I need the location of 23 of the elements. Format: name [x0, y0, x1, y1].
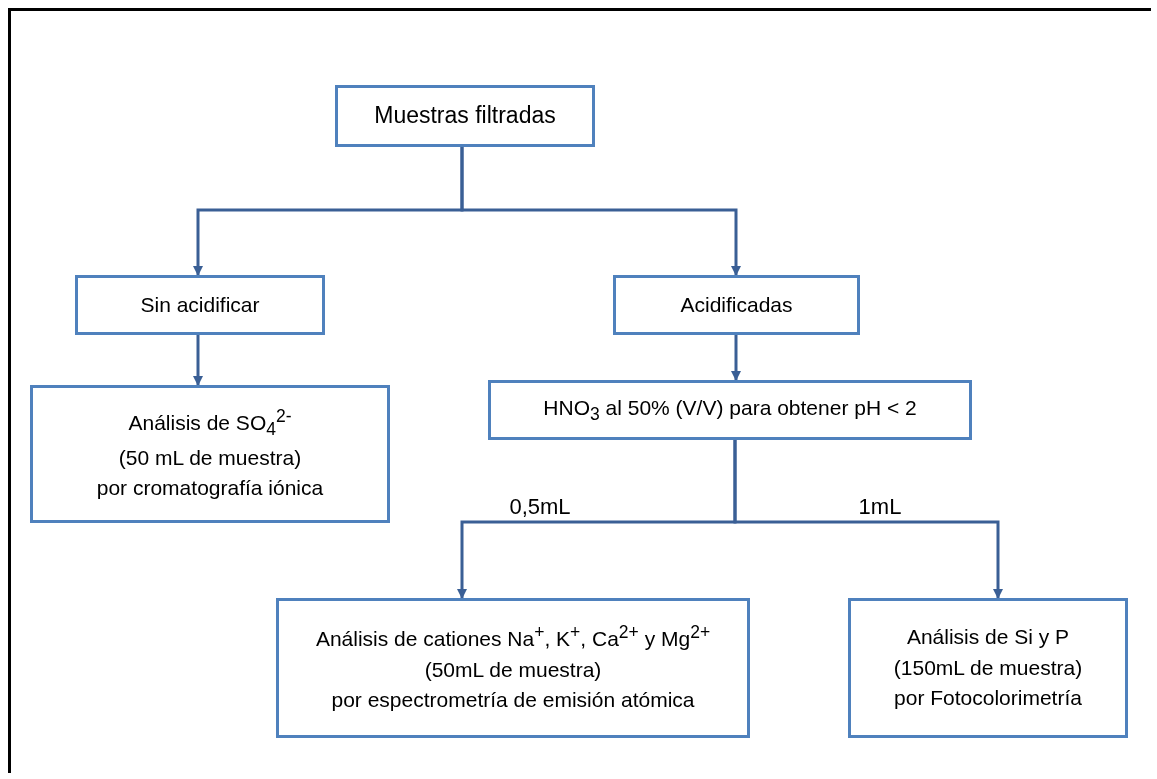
process-box — [488, 380, 972, 440]
process-box — [613, 275, 860, 335]
box-text: HNO$_{3}$ al 50% (V/V) para obtener pH < 2 — [543, 394, 917, 426]
box-text: por espectrometría de emisión atómica — [331, 687, 695, 714]
connector-arrow — [460, 147, 741, 276]
connector-arrow — [731, 335, 741, 381]
connector-arrow — [193, 335, 203, 386]
process-box — [848, 598, 1128, 738]
box-text: Sin acidificar — [140, 291, 260, 318]
box-text: (150mL de muestra) — [893, 654, 1083, 681]
process-box — [335, 85, 595, 147]
box-text: (50 mL de muestra) — [118, 444, 302, 471]
box-text: Análisis de cationes Na$^{+}$, K$^{+}$, Ca$^{2+}$ y Mg$^{2+}$ — [315, 621, 711, 653]
box-text: Análisis de Si y P — [906, 624, 1070, 651]
box-text: Muestras filtradas — [374, 101, 556, 131]
process-box — [276, 598, 750, 738]
connector-arrow — [733, 440, 1003, 599]
process-box — [75, 275, 325, 335]
box-text: (50mL de muestra) — [424, 656, 602, 683]
box-text: por cromatografía iónica — [96, 475, 324, 502]
box-text: por Fotocolorimetría — [894, 685, 1082, 712]
box-text: Acidificadas — [680, 291, 793, 318]
process-box — [30, 385, 390, 523]
